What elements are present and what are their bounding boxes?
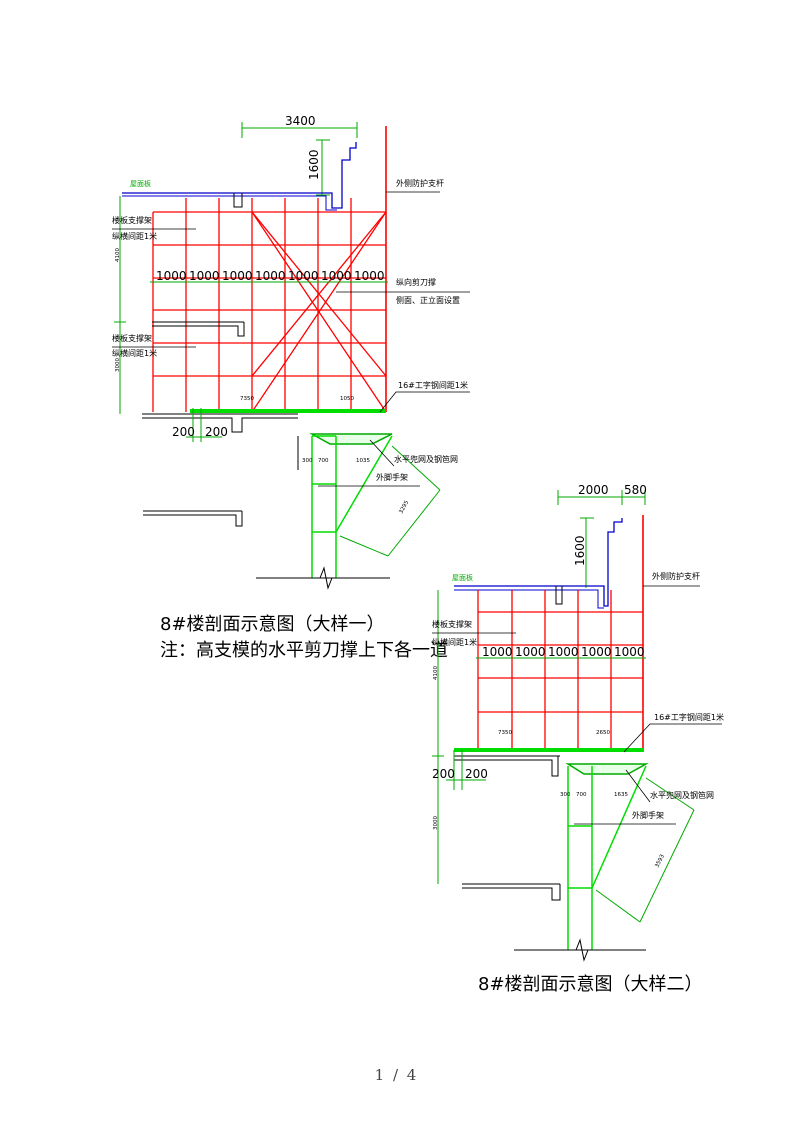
dim2-7350: 7350: [498, 730, 512, 736]
dim-bracket-700: 700: [318, 458, 329, 464]
dim-1600: 1600: [307, 149, 321, 180]
dim2-spacing-5: 1000: [614, 645, 645, 659]
cantilever-bracket-1: [309, 433, 393, 578]
label-brace-position: 侧面、正立面设置: [396, 295, 460, 305]
dim-top-height: 1600: [307, 139, 330, 196]
dim-spacing-5: 1000: [288, 269, 319, 283]
label-roof: 屋面板: [130, 179, 151, 188]
dim2-spacing-3: 1000: [548, 645, 579, 659]
dim2-bracket-700: 700: [576, 792, 587, 798]
dim2-spacing-1: 1000: [482, 645, 513, 659]
dim2-4100: 4100: [433, 666, 439, 680]
i-beam-1: [190, 409, 386, 413]
label2-roof: 屋面板: [452, 573, 473, 582]
dim-3400: 3400: [285, 114, 316, 128]
dim-spacing-3: 1000: [222, 269, 253, 283]
label2-i-beam: 16#工字钢间距1米: [654, 712, 724, 722]
dim-top-width: 3400: [241, 114, 358, 138]
dim-1050: 1050: [340, 396, 354, 402]
roof-beam: [233, 193, 243, 208]
label-outer-guard: 外侧防护支杆: [396, 178, 444, 188]
dim-spacing-2: 1000: [189, 269, 220, 283]
label-long-brace: 纵向剪刀撑: [396, 277, 436, 287]
dim-bracket-1035: 1035: [356, 458, 370, 464]
label2-ext-scaffold: 外脚手架: [632, 810, 664, 820]
dim2-bracket-1635: 1635: [614, 792, 628, 798]
dim-spacing-6: 1000: [321, 269, 352, 283]
scaffold-frame-1: [152, 198, 387, 413]
dim-spacing-7: 1000: [354, 269, 385, 283]
label-i-beam-1: 16#工字钢间距1米: [398, 380, 468, 390]
label-slab-spacing-1: 纵横间距1米: [112, 231, 157, 241]
detail-1-note: 注：高支模的水平剪刀撑上下各一道: [160, 640, 448, 661]
detail-2: 2000 580 1600 1000 1000 1000 1000 1000: [432, 483, 724, 995]
scaffold-frame-2: [477, 590, 643, 752]
label2-slab-support: 楼板支撑架: [432, 619, 472, 629]
dim-2000: 2000: [578, 483, 609, 497]
label2-outer-guard: 外侧防护支杆: [652, 571, 700, 581]
page-indicator: 1 / 4: [374, 1066, 419, 1084]
label-ext-scaffold-1: 外脚手架: [376, 472, 408, 482]
roof-slab-outline: [122, 195, 337, 211]
dim2-bracket-300: 300: [560, 792, 571, 798]
parapet-outline-2: [454, 518, 623, 607]
label-slab-support-1: 楼板支撑架: [112, 215, 152, 225]
dim-spacing-4: 1000: [255, 269, 286, 283]
dim-1600-2: 1600: [573, 535, 587, 566]
dim-7350: 7350: [240, 396, 254, 402]
dim-580: 580: [624, 483, 647, 497]
dim-4100: 4100: [115, 248, 121, 262]
dim2-2650: 2650: [596, 730, 610, 736]
dim-spacing-1: 1000: [156, 269, 187, 283]
label-slab-spacing-2: 纵横间距1米: [112, 348, 157, 358]
detail-2-title: 8#楼剖面示意图（大样二）: [478, 974, 703, 995]
i-beam-2: [454, 748, 644, 752]
dim2-bottom-200b: 200: [465, 767, 488, 781]
detail-1-title: 8#楼剖面示意图（大样一）: [160, 614, 385, 635]
dim-diagonal-3295: 3295: [398, 499, 410, 515]
parapet-outline: [122, 142, 357, 209]
dim2-bottom-200a: 200: [432, 767, 455, 781]
cantilever-bracket-2: [565, 763, 649, 950]
dim2-spacing-2: 1000: [515, 645, 546, 659]
dim2-3000: 3000: [433, 816, 439, 830]
dim-bottom-200a: 200: [172, 425, 195, 439]
label2-slab-spacing: 纵横间距1米: [432, 637, 477, 647]
label-flat-net-1: 水平兜网及钢笆网: [394, 454, 458, 464]
detail-1: 3400 1600: [112, 114, 470, 661]
label-slab-support-2: 楼板支撑架: [112, 333, 152, 343]
dim2-spacing-4: 1000: [581, 645, 612, 659]
dim-bottom-200b: 200: [205, 425, 228, 439]
dim2-diagonal-3593: 3593: [654, 853, 666, 869]
dim-3000: 3000: [115, 358, 121, 372]
label2-flat-net: 水平兜网及钢笆网: [650, 790, 714, 800]
dim-bracket-300: 300: [302, 458, 313, 464]
